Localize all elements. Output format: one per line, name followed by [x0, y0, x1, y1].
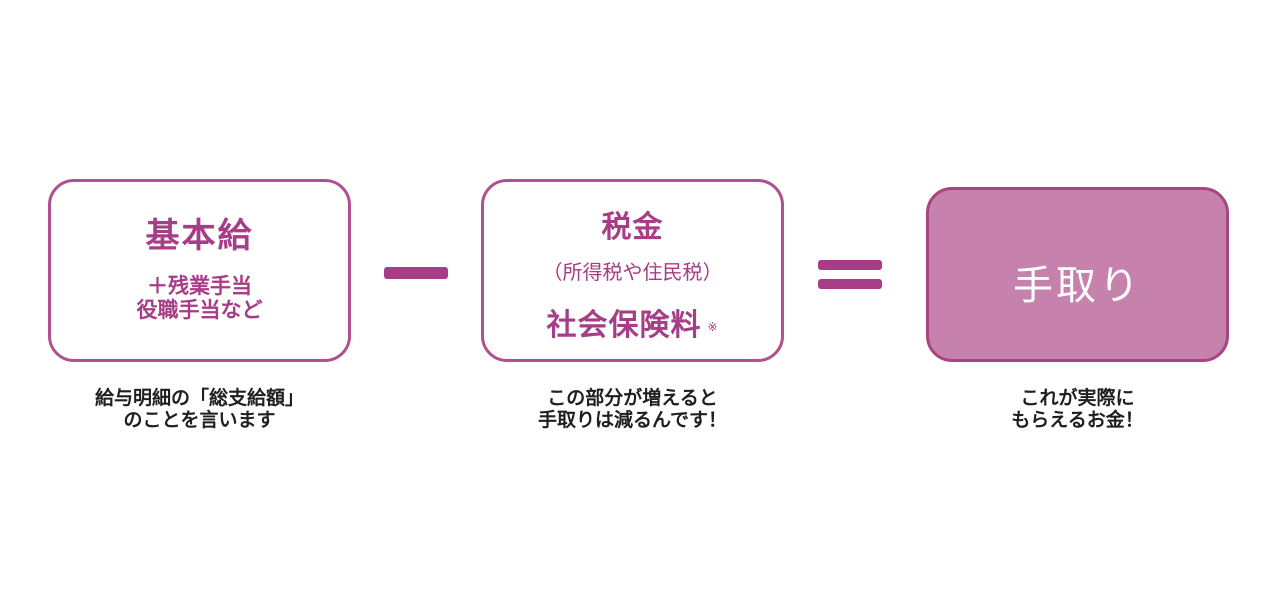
- base-salary-caption-line2: のことを言います: [123, 409, 276, 431]
- take-home-caption-line2: もらえるお金！: [1011, 409, 1144, 431]
- social-insurance-text: 社会保険料: [546, 308, 702, 343]
- deduction-caption: この部分が増えると 手取りは減るんです！: [481, 387, 784, 431]
- deduction-caption-line2: 手取りは減るんです！: [537, 409, 728, 431]
- take-home-caption-line1: これが実際に: [1020, 387, 1135, 409]
- base-salary-caption-line1: 給与明細の「総支給額」: [94, 387, 304, 409]
- base-salary-box: 基本給 ＋残業手当 役職手当など: [48, 179, 351, 362]
- minus-icon: [384, 267, 448, 279]
- equals-icon-bottom: [818, 279, 882, 289]
- take-home-box: 手取り: [926, 187, 1229, 362]
- social-insurance-label: 社会保険料 ※: [484, 300, 781, 344]
- base-salary-extra-line1: ＋残業手当: [147, 274, 252, 298]
- take-home-title: 手取り: [1013, 263, 1142, 309]
- take-home-caption: これが実際に もらえるお金！: [926, 387, 1229, 431]
- deduction-caption-line1: この部分が増えると: [547, 387, 718, 409]
- equals-icon-top: [818, 260, 882, 270]
- base-salary-extra-line2: 役職手当など: [136, 298, 263, 322]
- tax-detail: （所得税や住民税）: [542, 260, 723, 284]
- base-salary-title: 基本給: [145, 216, 254, 256]
- base-salary-caption: 給与明細の「総支給額」 のことを言います: [48, 387, 351, 431]
- tax-title: 税金: [601, 210, 664, 245]
- deduction-box: 税金 （所得税や住民税） 社会保険料 ※: [481, 179, 784, 362]
- footnote-mark: ※: [707, 319, 719, 334]
